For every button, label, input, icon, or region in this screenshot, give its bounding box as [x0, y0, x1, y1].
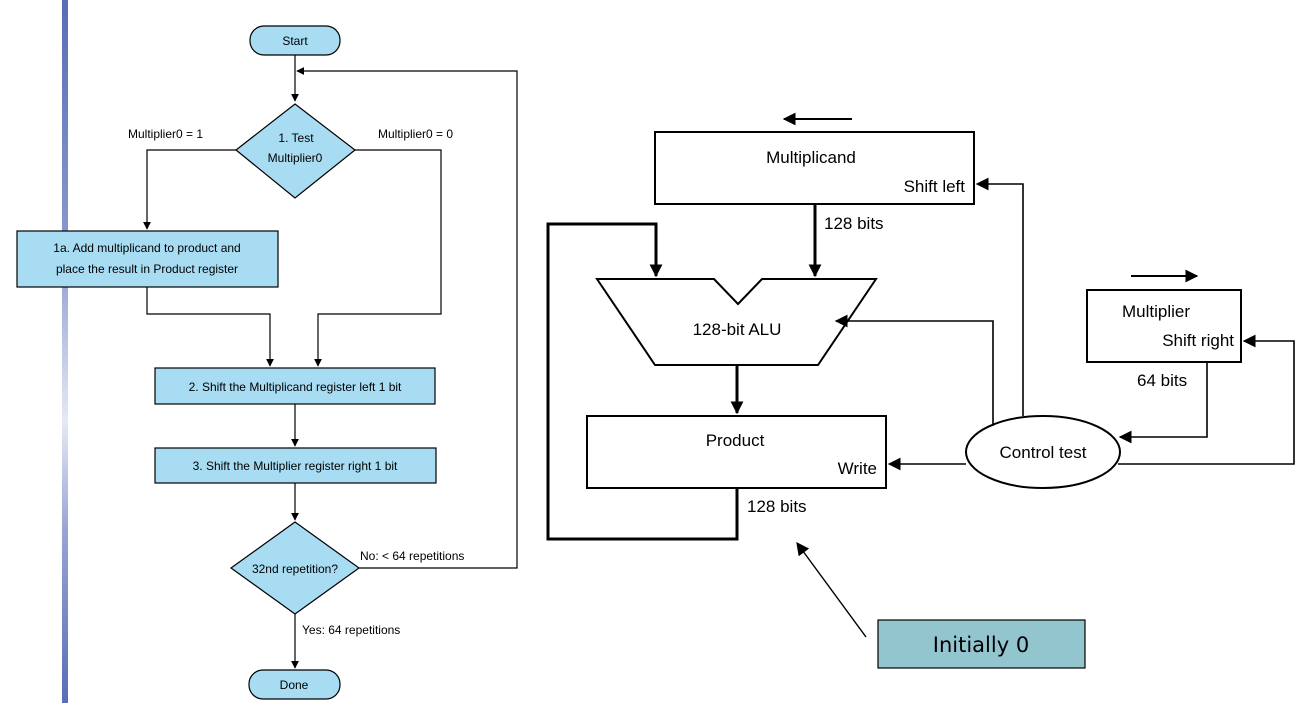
product-register: Product Write [586, 415, 887, 489]
test-label-line2: Multiplier0 [268, 151, 323, 165]
product-write-label: Write [838, 459, 877, 478]
multiplicand-title: Multiplicand [766, 148, 856, 167]
step-2-box: 2. Shift the Multiplicand register left … [154, 367, 436, 405]
multiplier-shift-label: Shift right [1162, 331, 1234, 350]
branch-multiplier0-zero: Multiplier0 = 0 [378, 127, 453, 141]
multiplicand-shift-label: Shift left [904, 177, 966, 196]
initially-zero-pointer [796, 541, 867, 638]
test-multiplier0-decision: 1. Test Multiplier0 [235, 103, 356, 199]
initially-zero-label: Initially 0 [933, 633, 1029, 657]
yes-branch-label: Yes: 64 repetitions [302, 623, 400, 637]
product-bus-width: 128 bits [747, 497, 807, 516]
datapaths [546, 204, 822, 541]
control-test: Control test [965, 415, 1121, 489]
multiplicand-bus-width: 128 bits [824, 214, 884, 233]
multiplier-title: Multiplier [1122, 302, 1190, 321]
flowchart-connectors [143, 55, 518, 669]
step-1a-line1: 1a. Add multiplicand to product and [53, 241, 240, 255]
repetition-decision: 32nd repetition? [229, 521, 361, 615]
done-terminator: Done [248, 669, 341, 700]
control-test-label: Control test [1000, 443, 1087, 462]
multiplicand-register: Multiplicand Shift left [654, 131, 975, 205]
start-label: Start [282, 34, 308, 48]
product-title: Product [706, 431, 765, 450]
repetition-label: 32nd repetition? [252, 562, 338, 576]
step-2-label: 2. Shift the Multiplicand register left … [189, 380, 402, 394]
start-terminator: Start [249, 25, 341, 56]
alu-label: 128-bit ALU [693, 320, 782, 339]
alu: 128-bit ALU [595, 278, 878, 366]
step-3-label: 3. Shift the Multiplier register right 1… [193, 459, 398, 473]
initially-zero-note: Initially 0 [877, 619, 1086, 669]
multiplier-register: Multiplier Shift right [1086, 289, 1242, 363]
slide-accent-bar [62, 0, 68, 703]
step-1a-box: 1a. Add multiplicand to product and plac… [16, 230, 279, 288]
step-1a-line2: place the result in Product register [56, 262, 238, 276]
step-3-box: 3. Shift the Multiplier register right 1… [154, 447, 437, 484]
done-label: Done [280, 678, 309, 692]
no-branch-label: No: < 64 repetitions [360, 549, 464, 563]
branch-multiplier0-one: Multiplier0 = 1 [128, 127, 203, 141]
hardware-diagram: Multiplicand Shift left 128-bit ALU Prod… [546, 112, 1295, 669]
test-label-line1: 1. Test [278, 131, 314, 145]
control-lines [834, 177, 1295, 471]
multiplier-bus-width: 64 bits [1137, 371, 1187, 390]
flowchart: Start 1. Test Multiplier0 Multiplier0 = … [16, 25, 518, 700]
